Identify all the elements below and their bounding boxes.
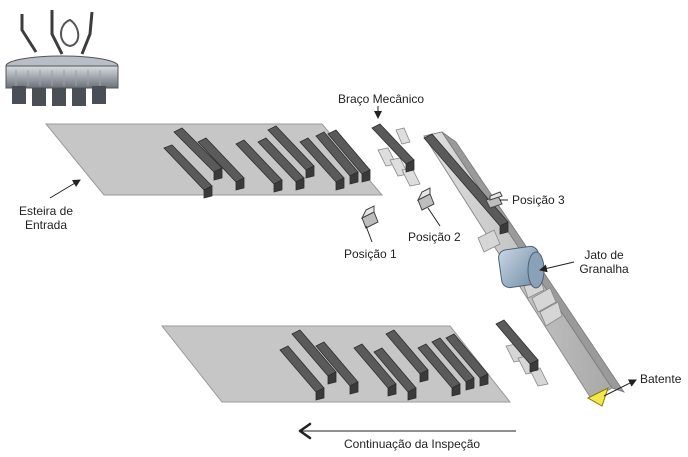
position-1-label: Posição 1 xyxy=(344,247,397,261)
robot-arm-label: Braço Mecânico xyxy=(338,92,425,106)
bar xyxy=(173,127,223,181)
exit-bars xyxy=(279,329,489,401)
bar xyxy=(257,137,305,191)
position-3-label: Posição 3 xyxy=(512,193,565,207)
bar xyxy=(315,131,359,185)
chute-bar xyxy=(423,133,509,235)
bar xyxy=(299,137,345,191)
stopper-leader xyxy=(603,379,637,397)
bar xyxy=(163,144,213,199)
bar xyxy=(373,347,417,401)
shot-blast-leader xyxy=(539,261,575,273)
position-2-leader xyxy=(427,207,441,227)
camera-icon xyxy=(360,205,379,229)
camera-icon xyxy=(485,191,503,209)
exit-arm-bar xyxy=(495,319,539,373)
entry-leader xyxy=(49,179,81,199)
transfer-plates xyxy=(377,127,421,187)
bar xyxy=(267,125,315,179)
bar xyxy=(235,139,283,193)
continuation-label: Continuação da Inspeção xyxy=(344,437,481,451)
bar xyxy=(327,129,371,183)
stopper xyxy=(586,387,609,407)
robot-arm-bar xyxy=(371,123,415,173)
shot-blast-unit xyxy=(498,245,545,289)
bar xyxy=(279,345,325,401)
exit-transfer xyxy=(495,319,549,387)
camera-icon xyxy=(416,187,435,211)
bar xyxy=(315,341,359,395)
bar xyxy=(417,343,461,397)
position-2-label: Posição 2 xyxy=(408,230,461,244)
entry-bars xyxy=(163,125,371,199)
stopper-label: Batente xyxy=(640,372,682,386)
bar xyxy=(291,329,337,385)
electromagnet-crane-icon xyxy=(5,10,119,106)
entry-conveyor-label: Esteira de Entrada xyxy=(18,204,74,232)
position-1-leader xyxy=(365,225,373,243)
bar xyxy=(353,343,397,397)
bar xyxy=(197,137,245,191)
bar xyxy=(385,329,429,383)
bar xyxy=(445,333,489,387)
bar xyxy=(431,337,475,391)
arrow-left-icon xyxy=(298,422,516,440)
shot-blast-label: Jato de Granalha xyxy=(579,248,629,276)
